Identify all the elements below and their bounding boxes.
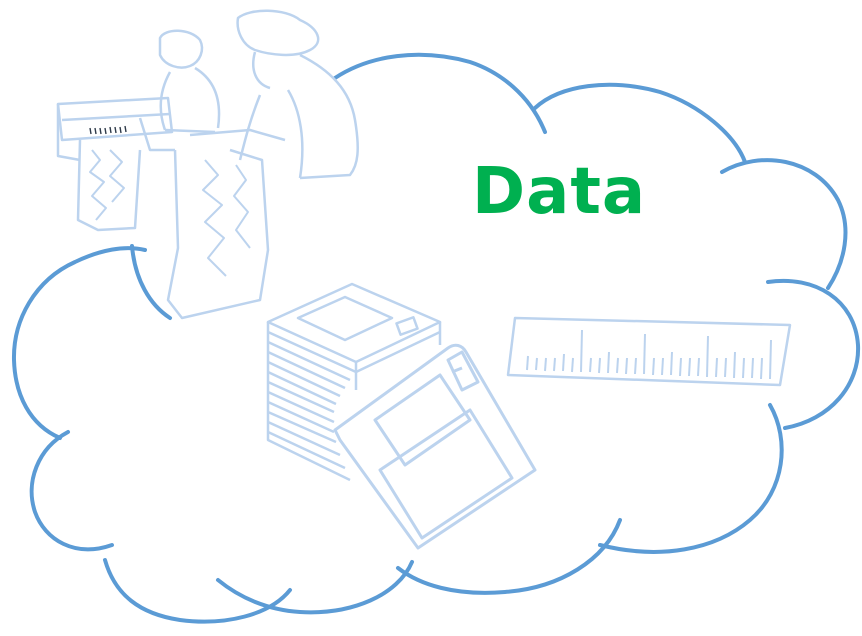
ruler-icon (506, 316, 792, 387)
floppy-disk-icon (333, 343, 537, 550)
floppy-disk-stack-icon (266, 282, 442, 482)
printout-tick-marks-icon (89, 125, 127, 135)
cloud-outline-icon (11, 52, 861, 624)
people-with-printout-icon (56, 9, 359, 320)
diagram-title: Data (472, 155, 647, 229)
